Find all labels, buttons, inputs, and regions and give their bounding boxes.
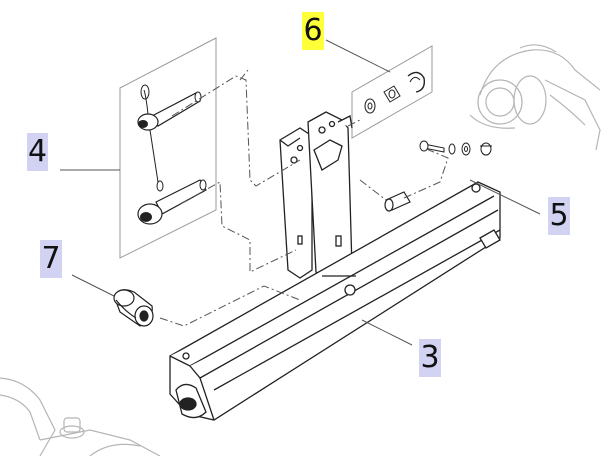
ghost-caster-assembly [0,377,161,456]
hardware-bolts-5 [419,140,492,156]
callout-7: 7 [40,240,62,278]
assembly-lines [159,69,449,327]
callout-5: 5 [548,197,570,235]
main-frame-3 [169,111,501,421]
callout-4: 4 [27,133,48,171]
ghost-wheel-assembly [469,44,601,151]
leader-lines [60,39,541,346]
callout-3: 3 [419,339,441,377]
pin-5 [384,191,411,212]
detail-panel-4 [119,37,217,259]
callout-6: 6 [302,12,324,50]
detail-panel-6 [351,45,433,139]
bushing-7 [113,289,154,327]
